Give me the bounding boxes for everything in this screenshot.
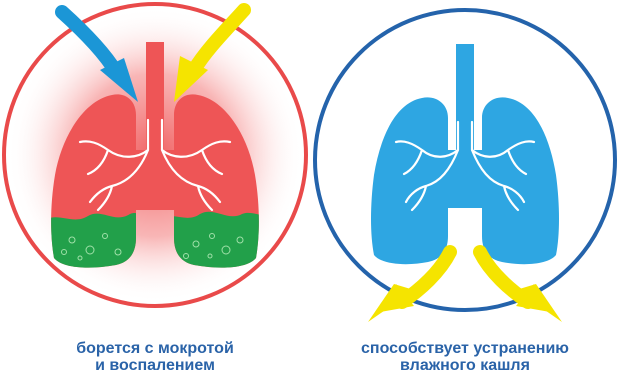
right-caption-line2: влажного кашля <box>310 357 620 374</box>
right-caption-line1: способствует устранению <box>310 340 620 357</box>
left-caption-line2: и воспалением <box>0 357 310 374</box>
right-caption: способствует устранению влажного кашля <box>310 340 620 374</box>
inflamed-lungs-illustration <box>0 0 310 379</box>
left-caption-line1: борется с мокротой <box>0 340 310 357</box>
inflamed-lungs-panel: борется с мокротой и воспалением <box>0 0 310 379</box>
healthy-lungs-panel: способствует устранению влажного кашля <box>310 0 620 379</box>
left-caption: борется с мокротой и воспалением <box>0 340 310 374</box>
healthy-lungs-illustration <box>310 0 620 379</box>
